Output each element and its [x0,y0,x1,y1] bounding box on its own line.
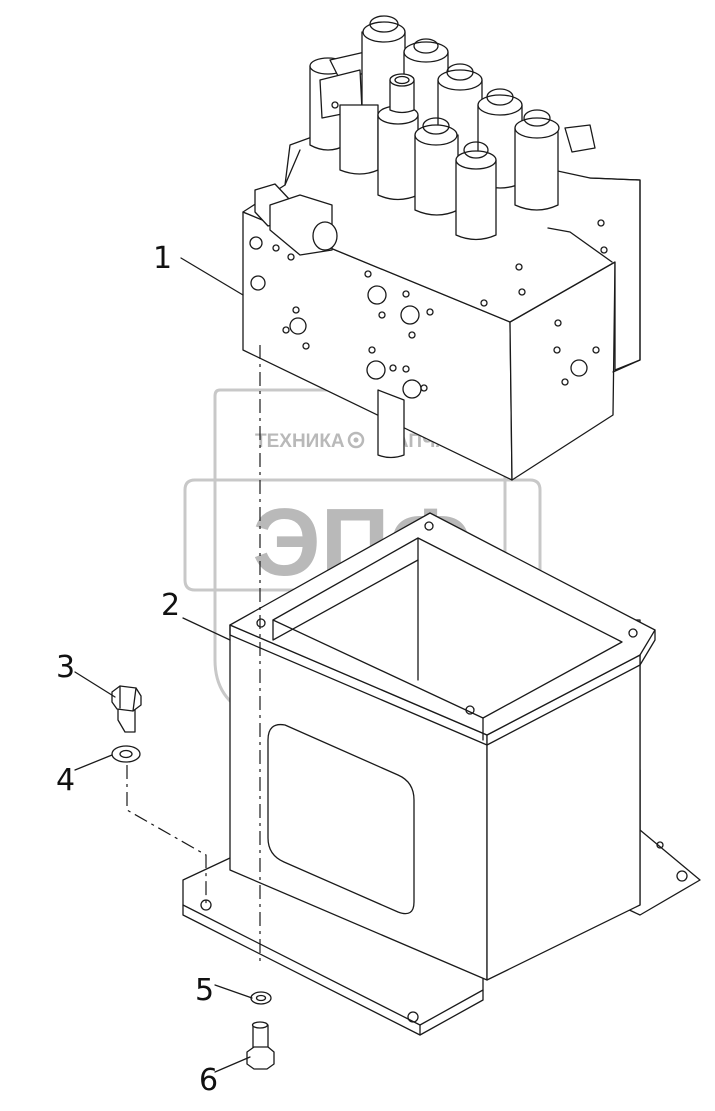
callout-6: 6 [199,1063,218,1098]
assembly-lines [126,345,261,965]
bracket-front-window [267,723,415,915]
callout-1: 1 [153,241,172,276]
bracket-top-flange [229,512,656,736]
callout-2: 2 [161,588,180,623]
valve-ports [249,219,608,399]
washer [111,745,141,763]
callout-3: 3 [56,650,75,685]
valve-bottom-stub [377,389,405,459]
callout-5: 5 [195,973,214,1008]
valve-cartridges [309,15,560,241]
mounting-bracket [182,512,701,1036]
gear-icon [347,431,365,449]
right-fitting [564,124,596,153]
hydraulic-valve-block [242,15,641,481]
bracket-top-opening [272,537,623,719]
callout-4: 4 [56,763,75,798]
watermark-text-left: ТЕХНИКА [255,431,345,452]
bolt [246,1021,275,1070]
callout-leaders [74,257,253,1073]
hex-bolt [111,685,142,733]
nut [250,991,272,1005]
